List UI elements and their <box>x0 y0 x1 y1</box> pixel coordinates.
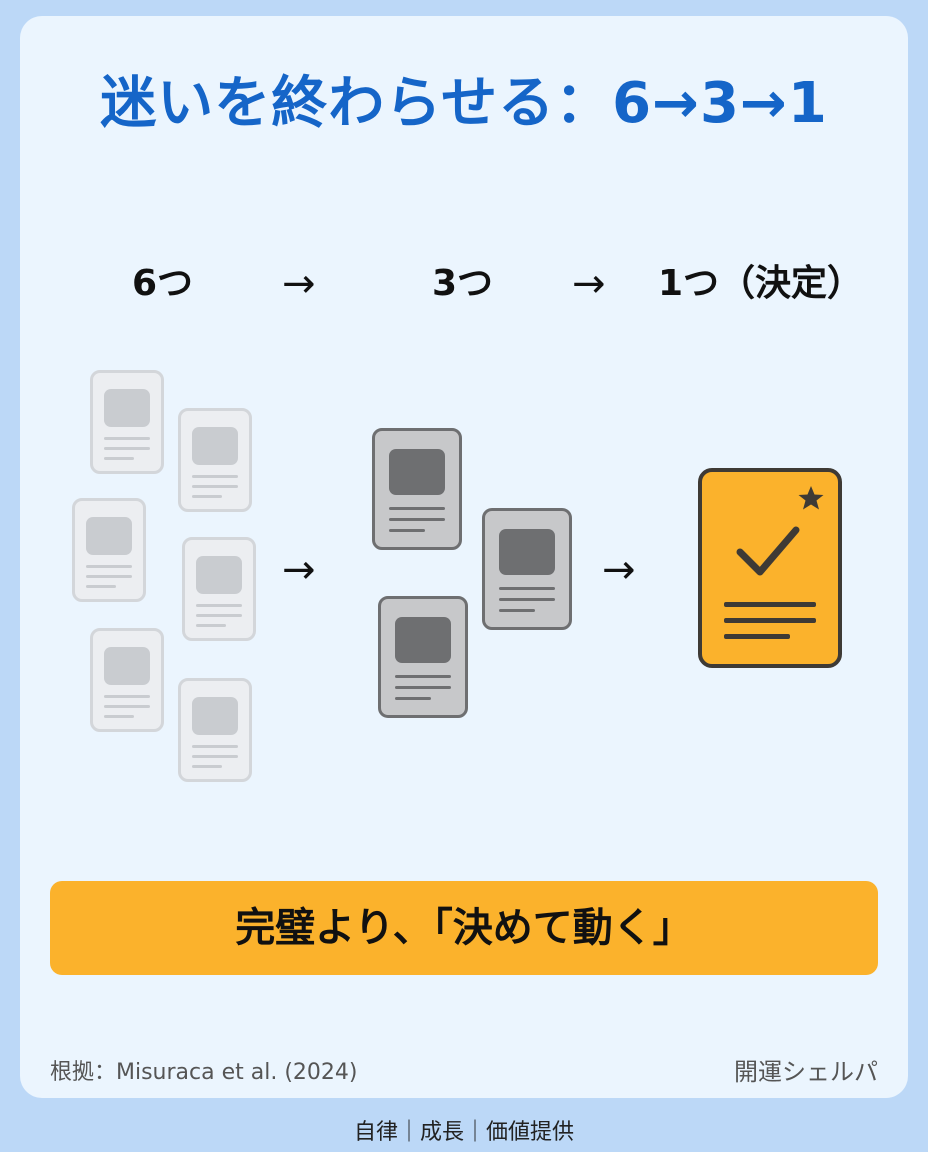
document-icon <box>372 428 462 550</box>
stage-label-three: 3つ <box>432 263 494 304</box>
arrow-icon: → <box>602 547 636 593</box>
document-icon <box>90 370 164 474</box>
checked-document-icon <box>698 468 842 668</box>
arrow-label-1: → <box>282 261 316 307</box>
document-icon <box>178 408 252 512</box>
document-icon <box>182 537 256 641</box>
document-icon <box>90 628 164 732</box>
document-icon <box>378 596 468 718</box>
page-title: 迷いを終わらせる：6→3→1 <box>100 71 828 136</box>
source-citation: 根拠：Misuraca et al. (2024) <box>50 1060 358 1085</box>
document-icon <box>482 508 572 630</box>
footer-tagline: 自律｜成長｜価値提供 <box>353 1120 574 1145</box>
document-icon <box>72 498 146 602</box>
conclusion-banner: 完璧より、「決めて動く」 <box>50 881 878 975</box>
brand-name: 開運シェルパ <box>734 1058 878 1086</box>
stage-label-six: 6つ <box>132 263 194 304</box>
document-icon <box>178 678 252 782</box>
arrow-icon: → <box>282 547 316 593</box>
star-icon <box>798 486 824 510</box>
checkmark-icon <box>736 526 800 576</box>
stage-label-one-decision: 1つ（決定） <box>658 263 864 304</box>
arrow-label-2: → <box>572 261 606 307</box>
